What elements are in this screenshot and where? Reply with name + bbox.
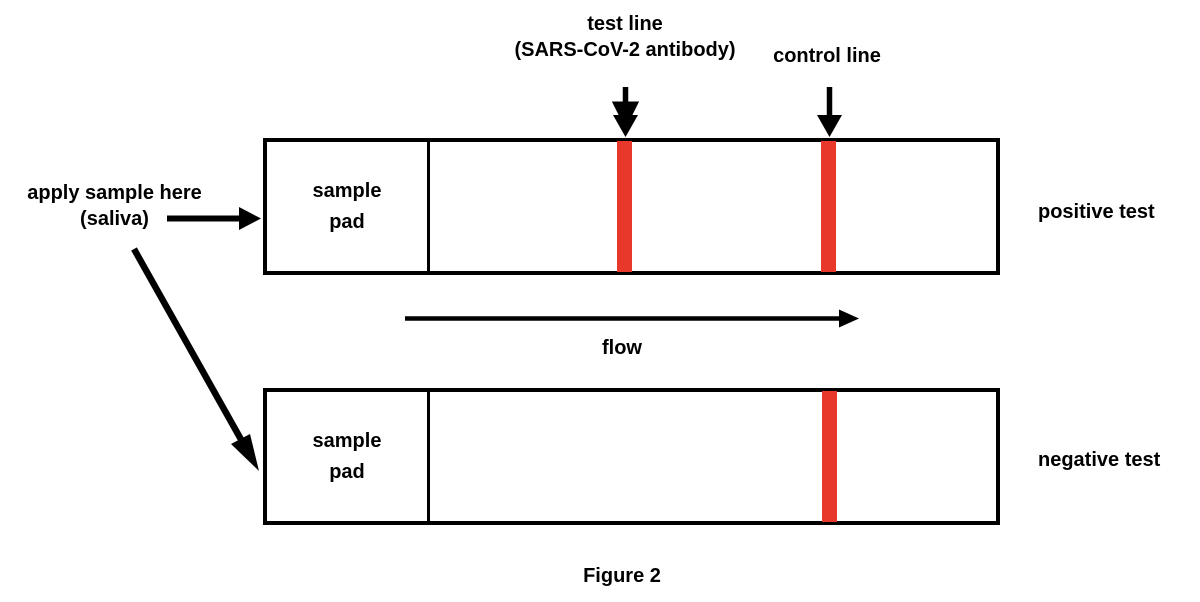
- apply-sample-label: apply sample here (saliva): [27, 182, 202, 230]
- apply-sample-arrowhead: [239, 207, 261, 230]
- test-strip-positive: sample pad: [263, 138, 1000, 275]
- test-line-arrowhead: [613, 115, 638, 137]
- flow-arrowhead: [839, 309, 859, 328]
- sample-pad-label: sample pad: [312, 429, 382, 483]
- apply-sample-diagonal-arrow: [131, 247, 246, 445]
- control-line-arrowhead: [817, 115, 842, 137]
- sample-pad-negative: sample pad: [267, 392, 430, 521]
- apply-sample-diagonal-arrowhead: [231, 434, 259, 471]
- negative-test-result-label: negative test: [1038, 449, 1161, 471]
- test-line-label: test line (SARS-CoV-2 antibody): [514, 13, 736, 61]
- test-strip-negative: sample pad: [263, 388, 1000, 525]
- positive-test-result-label: positive test: [1038, 201, 1155, 223]
- control-line-band-negative: [822, 391, 837, 522]
- sample-pad-label: sample pad: [312, 179, 382, 233]
- control-line-band-positive: [821, 141, 836, 272]
- control-line-label: control line: [773, 45, 881, 67]
- test-line-band-positive: [617, 141, 632, 272]
- flow-label: flow: [602, 337, 642, 359]
- figure-caption: Figure 2: [583, 565, 661, 587]
- sample-pad-positive: sample pad: [267, 142, 430, 271]
